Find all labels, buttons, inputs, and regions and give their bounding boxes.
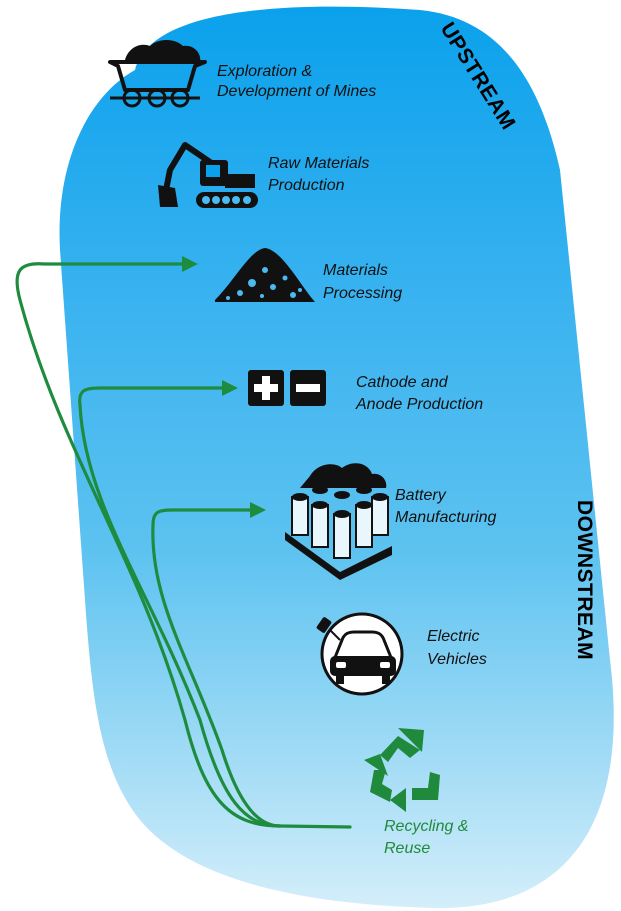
stage-label-battery: Battery Manufacturing bbox=[395, 487, 496, 526]
downstream-label: DOWNSTREAM bbox=[573, 500, 596, 660]
stage-label-cathode-anode: Cathode and Anode Production bbox=[355, 374, 483, 413]
stage-label-raw-materials: Raw Materials Production bbox=[268, 155, 374, 194]
mine-cart-icon bbox=[108, 40, 207, 108]
plus-minus-icon bbox=[248, 370, 326, 406]
stage-label-exploration: Exploration & Development of Mines bbox=[217, 63, 376, 100]
arrow-to-battery bbox=[151, 502, 282, 828]
stage-label-electric-vehicles: Electric Vehicles bbox=[427, 628, 487, 668]
excavator-icon bbox=[158, 142, 258, 208]
arrow-to-materials-processing bbox=[15, 256, 352, 829]
recycle-arrows bbox=[15, 256, 352, 829]
battery-cells-icon bbox=[285, 463, 392, 580]
stage-label-materials-processing: Materials Processing bbox=[323, 262, 402, 302]
electric-car-icon bbox=[316, 612, 404, 696]
stage-label-recycling: Recycling & Reuse bbox=[384, 818, 473, 857]
arrow-to-cathode-anode bbox=[78, 380, 282, 828]
recycle-icon bbox=[364, 728, 440, 812]
ore-pile-icon bbox=[215, 248, 315, 302]
upstream-downstream-band bbox=[59, 6, 614, 909]
